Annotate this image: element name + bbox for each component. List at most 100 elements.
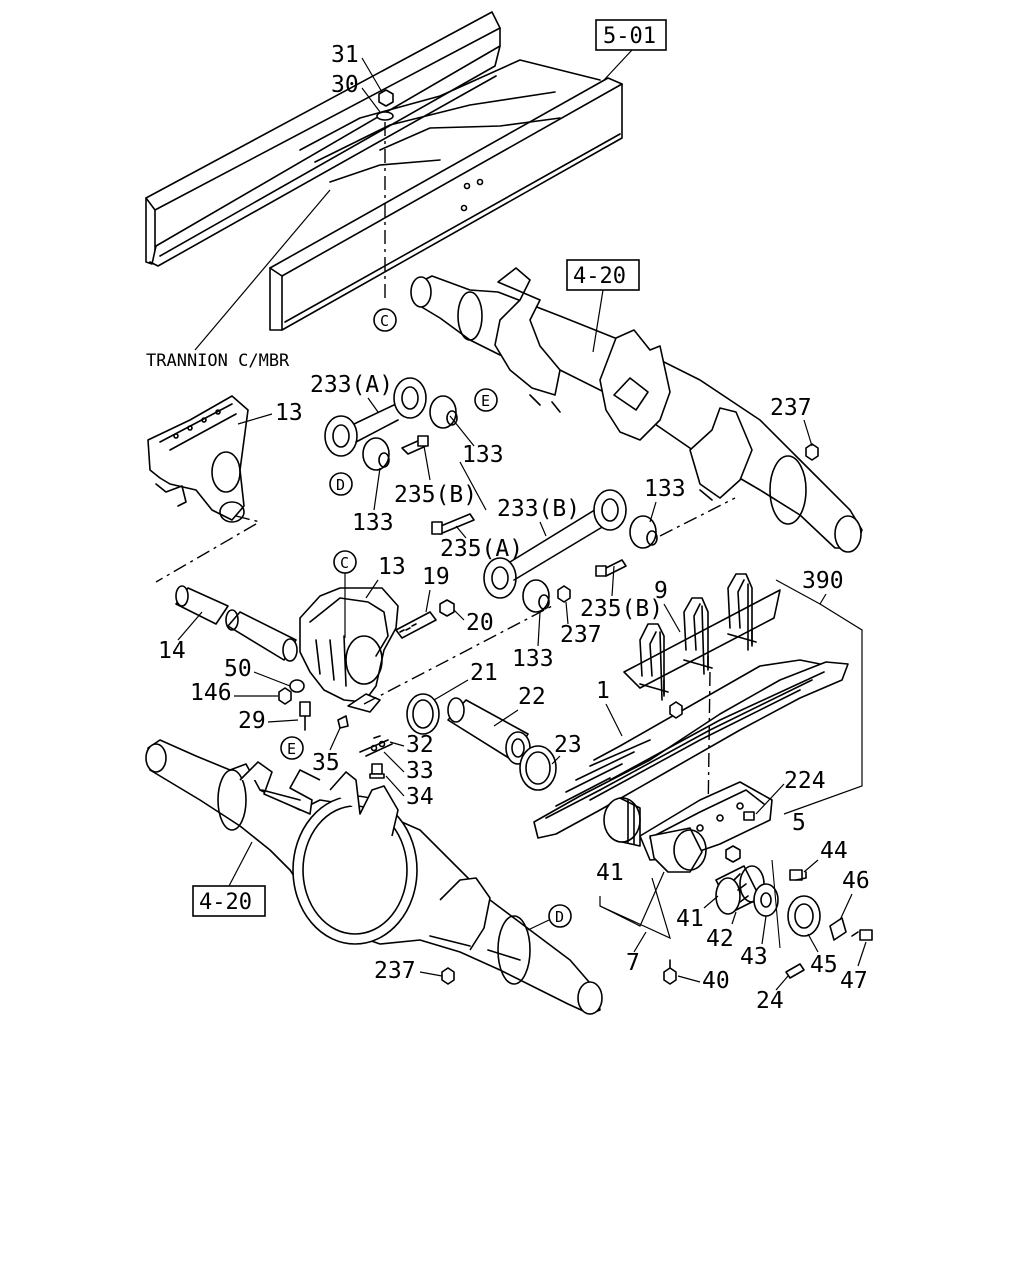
lock-46 <box>829 917 847 941</box>
frame-rails <box>145 11 623 331</box>
label-233a: 233(A) <box>310 372 393 398</box>
svg-text:E: E <box>287 740 296 758</box>
bolt-44 <box>789 869 807 881</box>
label-50: 50 <box>224 656 252 682</box>
torque-rod-233b <box>483 489 627 599</box>
nut-and-washer <box>376 89 394 300</box>
bolt-224 <box>743 811 755 821</box>
label-224: 224 <box>784 768 826 794</box>
crossmember-label: TRANNION C/MBR <box>146 189 331 371</box>
label-133-d: 133 <box>512 646 554 672</box>
leaf-spring-1 <box>533 659 849 839</box>
u-bolts-9 <box>623 573 781 701</box>
circle-ref-d-upper: D <box>329 472 353 496</box>
bushing-133-lower <box>522 515 658 613</box>
hub-seat-41 <box>649 827 707 873</box>
label-30: 30 <box>331 72 359 98</box>
label-44: 44 <box>820 838 848 864</box>
trunnion-bracket-13-upper <box>147 395 249 523</box>
torque-rod-233a <box>324 377 427 457</box>
circle-ref-d-lower: D <box>527 904 572 931</box>
circle-ref-e-lower: E <box>280 736 304 760</box>
svg-text:D: D <box>336 476 345 494</box>
label-19: 19 <box>422 564 450 590</box>
svg-text:4-20: 4-20 <box>199 890 252 915</box>
label-133-b: 133 <box>352 510 394 536</box>
label-42: 42 <box>706 926 734 952</box>
svg-text:4-20: 4-20 <box>573 264 626 289</box>
label-235b-lower: 235(B) <box>580 596 663 622</box>
nut-237-lower <box>441 967 455 985</box>
bolt-47 <box>851 929 873 941</box>
label-41-right: 41 <box>676 906 704 932</box>
bolt-19 <box>395 611 437 639</box>
label-35: 35 <box>312 750 340 776</box>
nut-20 <box>439 599 455 617</box>
bushing-133-upper <box>362 395 458 471</box>
label-13-lower: 13 <box>378 554 406 580</box>
lock-plate-32-33 <box>359 735 393 757</box>
svg-text:D: D <box>555 908 564 926</box>
part-labels: 31 30 13 233(A) 133 235(B) 133 237 133 2… <box>158 42 870 1014</box>
label-29: 29 <box>238 708 266 734</box>
label-41-left: 41 <box>596 860 624 886</box>
circle-ref-c: C <box>373 308 397 332</box>
trunnion-shaft-14 <box>175 585 298 662</box>
label-40: 40 <box>702 968 730 994</box>
svg-text:C: C <box>340 554 349 572</box>
cap-43 <box>753 859 781 949</box>
label-45: 45 <box>810 952 838 978</box>
label-235b-upper: 235(B) <box>394 482 477 508</box>
cover-45 <box>787 895 821 937</box>
svg-text:E: E <box>481 392 490 410</box>
label-23: 23 <box>554 732 582 758</box>
bolt-235b-lower <box>595 559 627 577</box>
rear-axle-housing <box>410 267 863 553</box>
section-ref-5-01[interactable]: 5-01 <box>595 19 667 81</box>
seal-21 <box>406 693 440 735</box>
label-237-lower: 237 <box>374 958 416 984</box>
label-237-middle: 237 <box>560 622 602 648</box>
bolt-235a <box>431 513 475 535</box>
label-34: 34 <box>406 784 434 810</box>
label-5: 5 <box>792 810 806 836</box>
label-32: 32 <box>406 732 434 758</box>
label-9: 9 <box>654 578 668 604</box>
label-133-a: 133 <box>462 442 504 468</box>
label-233b: 233(B) <box>497 496 580 522</box>
differential-axle-housing <box>145 739 603 1015</box>
label-13-upper: 13 <box>275 400 303 426</box>
circle-ref-e-upper: E <box>474 388 498 412</box>
grease-nipple-35 <box>337 715 349 729</box>
section-ref-4-20-bottom[interactable]: 4-20 <box>192 841 266 917</box>
label-47: 47 <box>840 968 868 994</box>
svg-text:C: C <box>380 312 389 330</box>
bolt-40 <box>663 959 677 985</box>
nut-near-hub <box>725 845 741 863</box>
svg-text:TRANNION C/MBR: TRANNION C/MBR <box>146 351 290 371</box>
bearing-41 <box>603 797 641 847</box>
nut-237-upper-right <box>805 443 819 461</box>
svg-text:5-01: 5-01 <box>603 24 656 49</box>
nut-237-middle <box>557 585 571 603</box>
pin-24 <box>785 963 805 979</box>
label-24: 24 <box>756 988 784 1014</box>
nut-146 <box>278 687 292 705</box>
label-7: 7 <box>626 950 640 976</box>
label-22: 22 <box>518 684 546 710</box>
label-33: 33 <box>406 758 434 784</box>
nut-u-bolt <box>669 701 683 719</box>
label-46: 46 <box>842 868 870 894</box>
label-133-c: 133 <box>644 476 686 502</box>
seal-23 <box>519 745 557 791</box>
circle-ref-c-lower: C <box>333 550 357 638</box>
label-14: 14 <box>158 638 186 664</box>
label-235a: 235(A) <box>440 536 523 562</box>
bolt-34 <box>369 763 385 779</box>
bolt-235b-upper <box>401 435 429 455</box>
sleeve-22 <box>447 697 531 765</box>
section-ref-4-20-top[interactable]: 4-20 <box>566 259 640 353</box>
label-43: 43 <box>740 944 768 970</box>
label-237-upper: 237 <box>770 395 812 421</box>
